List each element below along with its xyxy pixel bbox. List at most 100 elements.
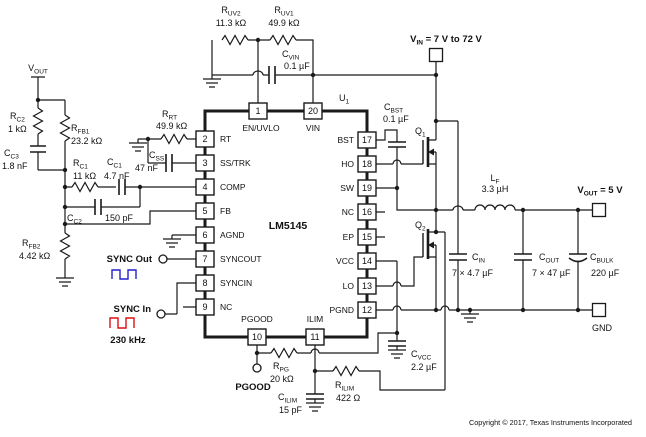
label-cilim: CILIM	[278, 392, 297, 405]
pin-name-bst: BST	[337, 135, 354, 145]
label-rfb1-value: 23.2 kΩ	[71, 136, 103, 146]
label-q1: Q1	[415, 126, 426, 139]
label-rc1: RC1	[73, 158, 88, 171]
ic-part-number: LM5145	[269, 220, 308, 232]
label-rpg-value: 20 kΩ	[270, 374, 294, 384]
pin-number-19: 19	[362, 183, 372, 193]
pgood-terminal	[252, 363, 262, 373]
gnd-terminal	[591, 302, 607, 318]
label-lf: LF	[491, 173, 500, 186]
capacitor-cout	[514, 253, 532, 261]
port-labels: VIN = 7 V to 72 V VOUT = 5 V VOUT GND SY…	[28, 34, 623, 393]
ground-cvcc	[387, 345, 407, 359]
pin-number-18: 18	[362, 159, 372, 169]
sync-out-label: SYNC Out	[107, 254, 153, 265]
label-rrt: RRT	[162, 109, 177, 122]
pin-number-6: 6	[202, 230, 207, 240]
pin-name-sw: SW	[340, 183, 354, 193]
capacitor-cc2	[94, 199, 102, 215]
ground-agnd	[162, 234, 182, 248]
junction-dots	[35, 37, 581, 374]
label-q2: Q2	[415, 220, 426, 233]
resistor-rrt	[160, 133, 188, 145]
pin-number-1: 1	[255, 106, 260, 116]
label-cc2: CC2	[67, 213, 82, 226]
ic-pin-names: EN/UVLO VIN RT SS/TRK COMP FB AGND SYNCO…	[220, 123, 354, 324]
pin-number-8: 8	[202, 278, 207, 288]
capacitor-cin	[449, 253, 467, 261]
pin-name-ss-trk: SS/TRK	[220, 158, 251, 168]
label-cvin: CVIN	[282, 49, 300, 62]
label-cin: CIN	[472, 252, 485, 265]
vin-terminal	[428, 47, 444, 63]
pin-number-4: 4	[202, 182, 207, 192]
label-css-value: 47 nF	[135, 163, 159, 173]
vout-terminal	[591, 202, 607, 218]
pin-name-comp: COMP	[220, 182, 246, 192]
mosfet-q1	[422, 137, 434, 167]
pin-name-rt: RT	[220, 134, 231, 144]
ic-pins: 1 20 2 3 4 5 6 7 8 9 17 18 19 16 15 14 1…	[195, 102, 377, 346]
resistor-rilim	[332, 365, 360, 377]
pin-number-7: 7	[202, 254, 207, 264]
capacitor-cbst	[388, 141, 406, 148]
pin-name-pgnd: PGND	[329, 305, 354, 315]
pin-number-13: 13	[362, 281, 372, 291]
squarewave-red-icon	[109, 317, 135, 329]
pin-number-12: 12	[362, 305, 372, 315]
sync-in-label: SYNC In	[114, 304, 152, 315]
resistor-rfb2	[59, 232, 71, 260]
label-cbst-value: 0.1 µF	[383, 114, 409, 124]
syncin-terminal	[156, 309, 166, 319]
label-rc2-value: 1 kΩ	[8, 124, 27, 134]
sync-in-freq-label: 230 kHz	[110, 335, 146, 346]
label-cilim-value: 15 pF	[279, 405, 303, 415]
label-lf-value: 3.3 µH	[482, 184, 509, 194]
pin-number-16: 16	[362, 207, 372, 217]
capacitor-css	[165, 154, 173, 172]
pgood-output-label: PGOOD	[235, 382, 271, 393]
label-rfb2: RFB2	[22, 238, 41, 251]
pin-number-14: 14	[362, 256, 372, 266]
label-cc1-value: 4.7 nF	[104, 171, 130, 181]
label-cin-value: 7 × 4.7 µF	[452, 268, 493, 278]
pin-name-vin: VIN	[306, 123, 320, 133]
vin-port-label: VIN = 7 V to 72 V	[410, 34, 482, 47]
pin-name-nc16: NC	[342, 207, 354, 217]
pin-name-nc9: NC	[220, 302, 232, 312]
label-cvcc: CVCC	[411, 349, 432, 362]
resistor-rc2	[32, 107, 44, 135]
pin-number-20: 20	[308, 106, 318, 116]
wire-hops	[252, 70, 464, 354]
label-cout-value: 7 × 47 µF	[532, 268, 571, 278]
pin-name-pgood: PGOOD	[241, 314, 273, 324]
resistor-rpg	[270, 347, 298, 359]
component-labels: RUV2 11.3 kΩ RUV1 49.9 kΩ CVIN 0.1 µF RR…	[2, 5, 620, 415]
capacitor-cc3	[30, 145, 46, 153]
label-cvcc-value: 2.2 µF	[411, 362, 437, 372]
pin-number-9: 9	[202, 302, 207, 312]
label-cc3-value: 1.8 nF	[2, 161, 28, 171]
label-cout: COUT	[539, 252, 559, 265]
pin-name-fb: FB	[220, 206, 231, 216]
mosfet-q2	[422, 229, 434, 259]
label-cc1: CC1	[107, 157, 122, 170]
label-rfb1: RFB1	[71, 123, 90, 136]
capacitor-cilim	[306, 393, 324, 400]
pin-name-syncout: SYNCOUT	[220, 254, 262, 264]
resistor-rfb1	[59, 114, 71, 142]
ground-rt	[128, 138, 148, 152]
pin-name-vcc: VCC	[336, 256, 354, 266]
label-rpg: RPG	[273, 361, 289, 374]
pin-name-ilim: ILIM	[307, 314, 324, 324]
vout-sense-label: VOUT	[28, 63, 48, 76]
ic-ref-designator: U1	[339, 93, 350, 106]
pin-name-lo: LO	[343, 281, 355, 291]
pin-number-15: 15	[362, 232, 372, 242]
vout-port-label: VOUT = 5 V	[577, 185, 623, 198]
pin-number-17: 17	[362, 135, 372, 145]
pin-name-ho: HO	[341, 159, 354, 169]
label-rilim-value: 422 Ω	[336, 393, 361, 403]
